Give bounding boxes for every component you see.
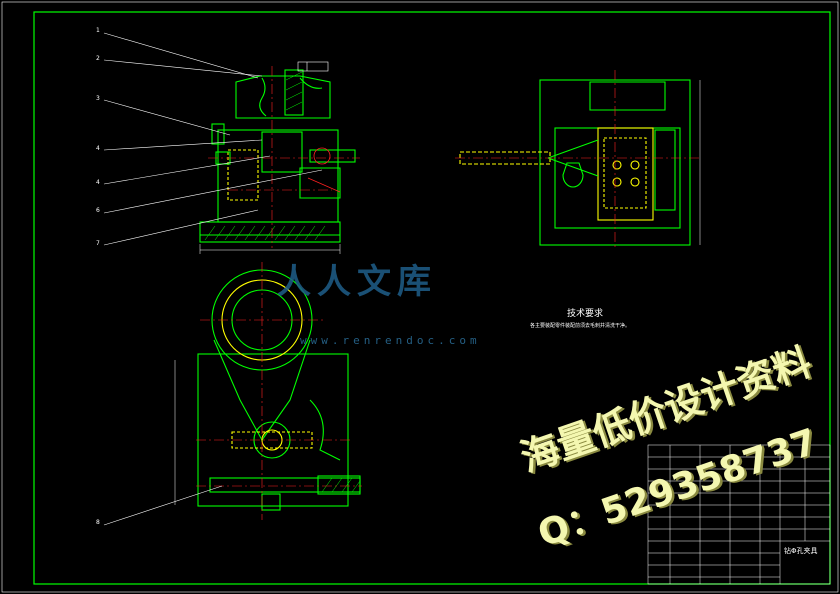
- part-label-8: 8: [96, 519, 100, 526]
- top-view: [103, 262, 362, 526]
- part-label-7: 7: [96, 240, 100, 247]
- technical-requirements-body: 各主要装配零件装配前须去毛刺并清洗干净。: [530, 323, 631, 329]
- side-view: [455, 70, 701, 250]
- part-label-3: 3: [96, 95, 100, 102]
- watermark-logo: 人人文库: [277, 262, 437, 302]
- watermark-url: www.renrendoc.com: [300, 334, 481, 347]
- part-label-4a: 4: [96, 145, 100, 152]
- part-label-6: 6: [96, 207, 100, 214]
- part-label-1: 1: [96, 27, 100, 34]
- technical-requirements-title: 技术要求: [567, 309, 604, 319]
- part-label-4b: 4: [96, 179, 100, 186]
- title-block: [647, 444, 831, 585]
- front-view: [103, 32, 360, 254]
- part-label-2: 2: [96, 55, 100, 62]
- drawing-name: 钻Φ孔夹具: [784, 547, 818, 555]
- part-labels: 1 2 3 4 4 6 7 8: [96, 27, 100, 526]
- sheet-inner-frame: [33, 11, 831, 585]
